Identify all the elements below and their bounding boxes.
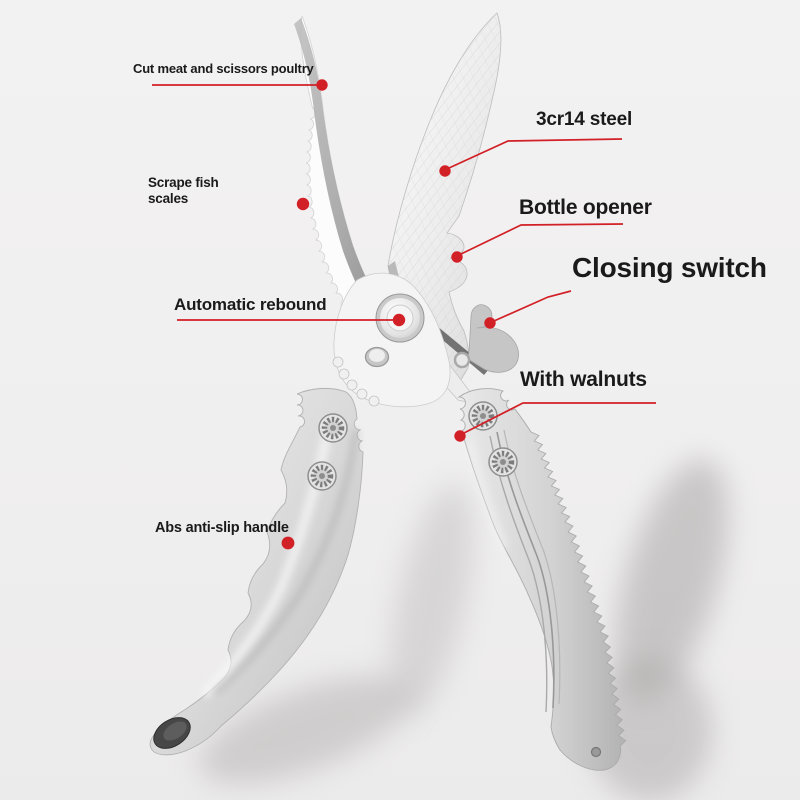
callout-automatic-rebound: Automatic rebound [174,295,327,314]
callout-lines [150,84,656,545]
callout-scrape-fish: Scrape fish scales [148,175,219,206]
closing-switch-part [467,304,519,373]
right-handle [457,388,627,771]
callout-cut-meat: Cut meat and scissors poultry [133,61,314,76]
cast-shadows [198,459,729,800]
callout-bottle-opener: Bottle opener [519,196,652,219]
callout-abs-handle: Abs anti-slip handle [155,520,289,536]
left-handle [149,387,364,756]
callout-closing-switch: Closing switch [572,252,767,283]
callout-with-walnuts: With walnuts [520,368,647,391]
callout-steel: 3cr14 steel [536,109,633,130]
callout-dots [281,79,496,550]
